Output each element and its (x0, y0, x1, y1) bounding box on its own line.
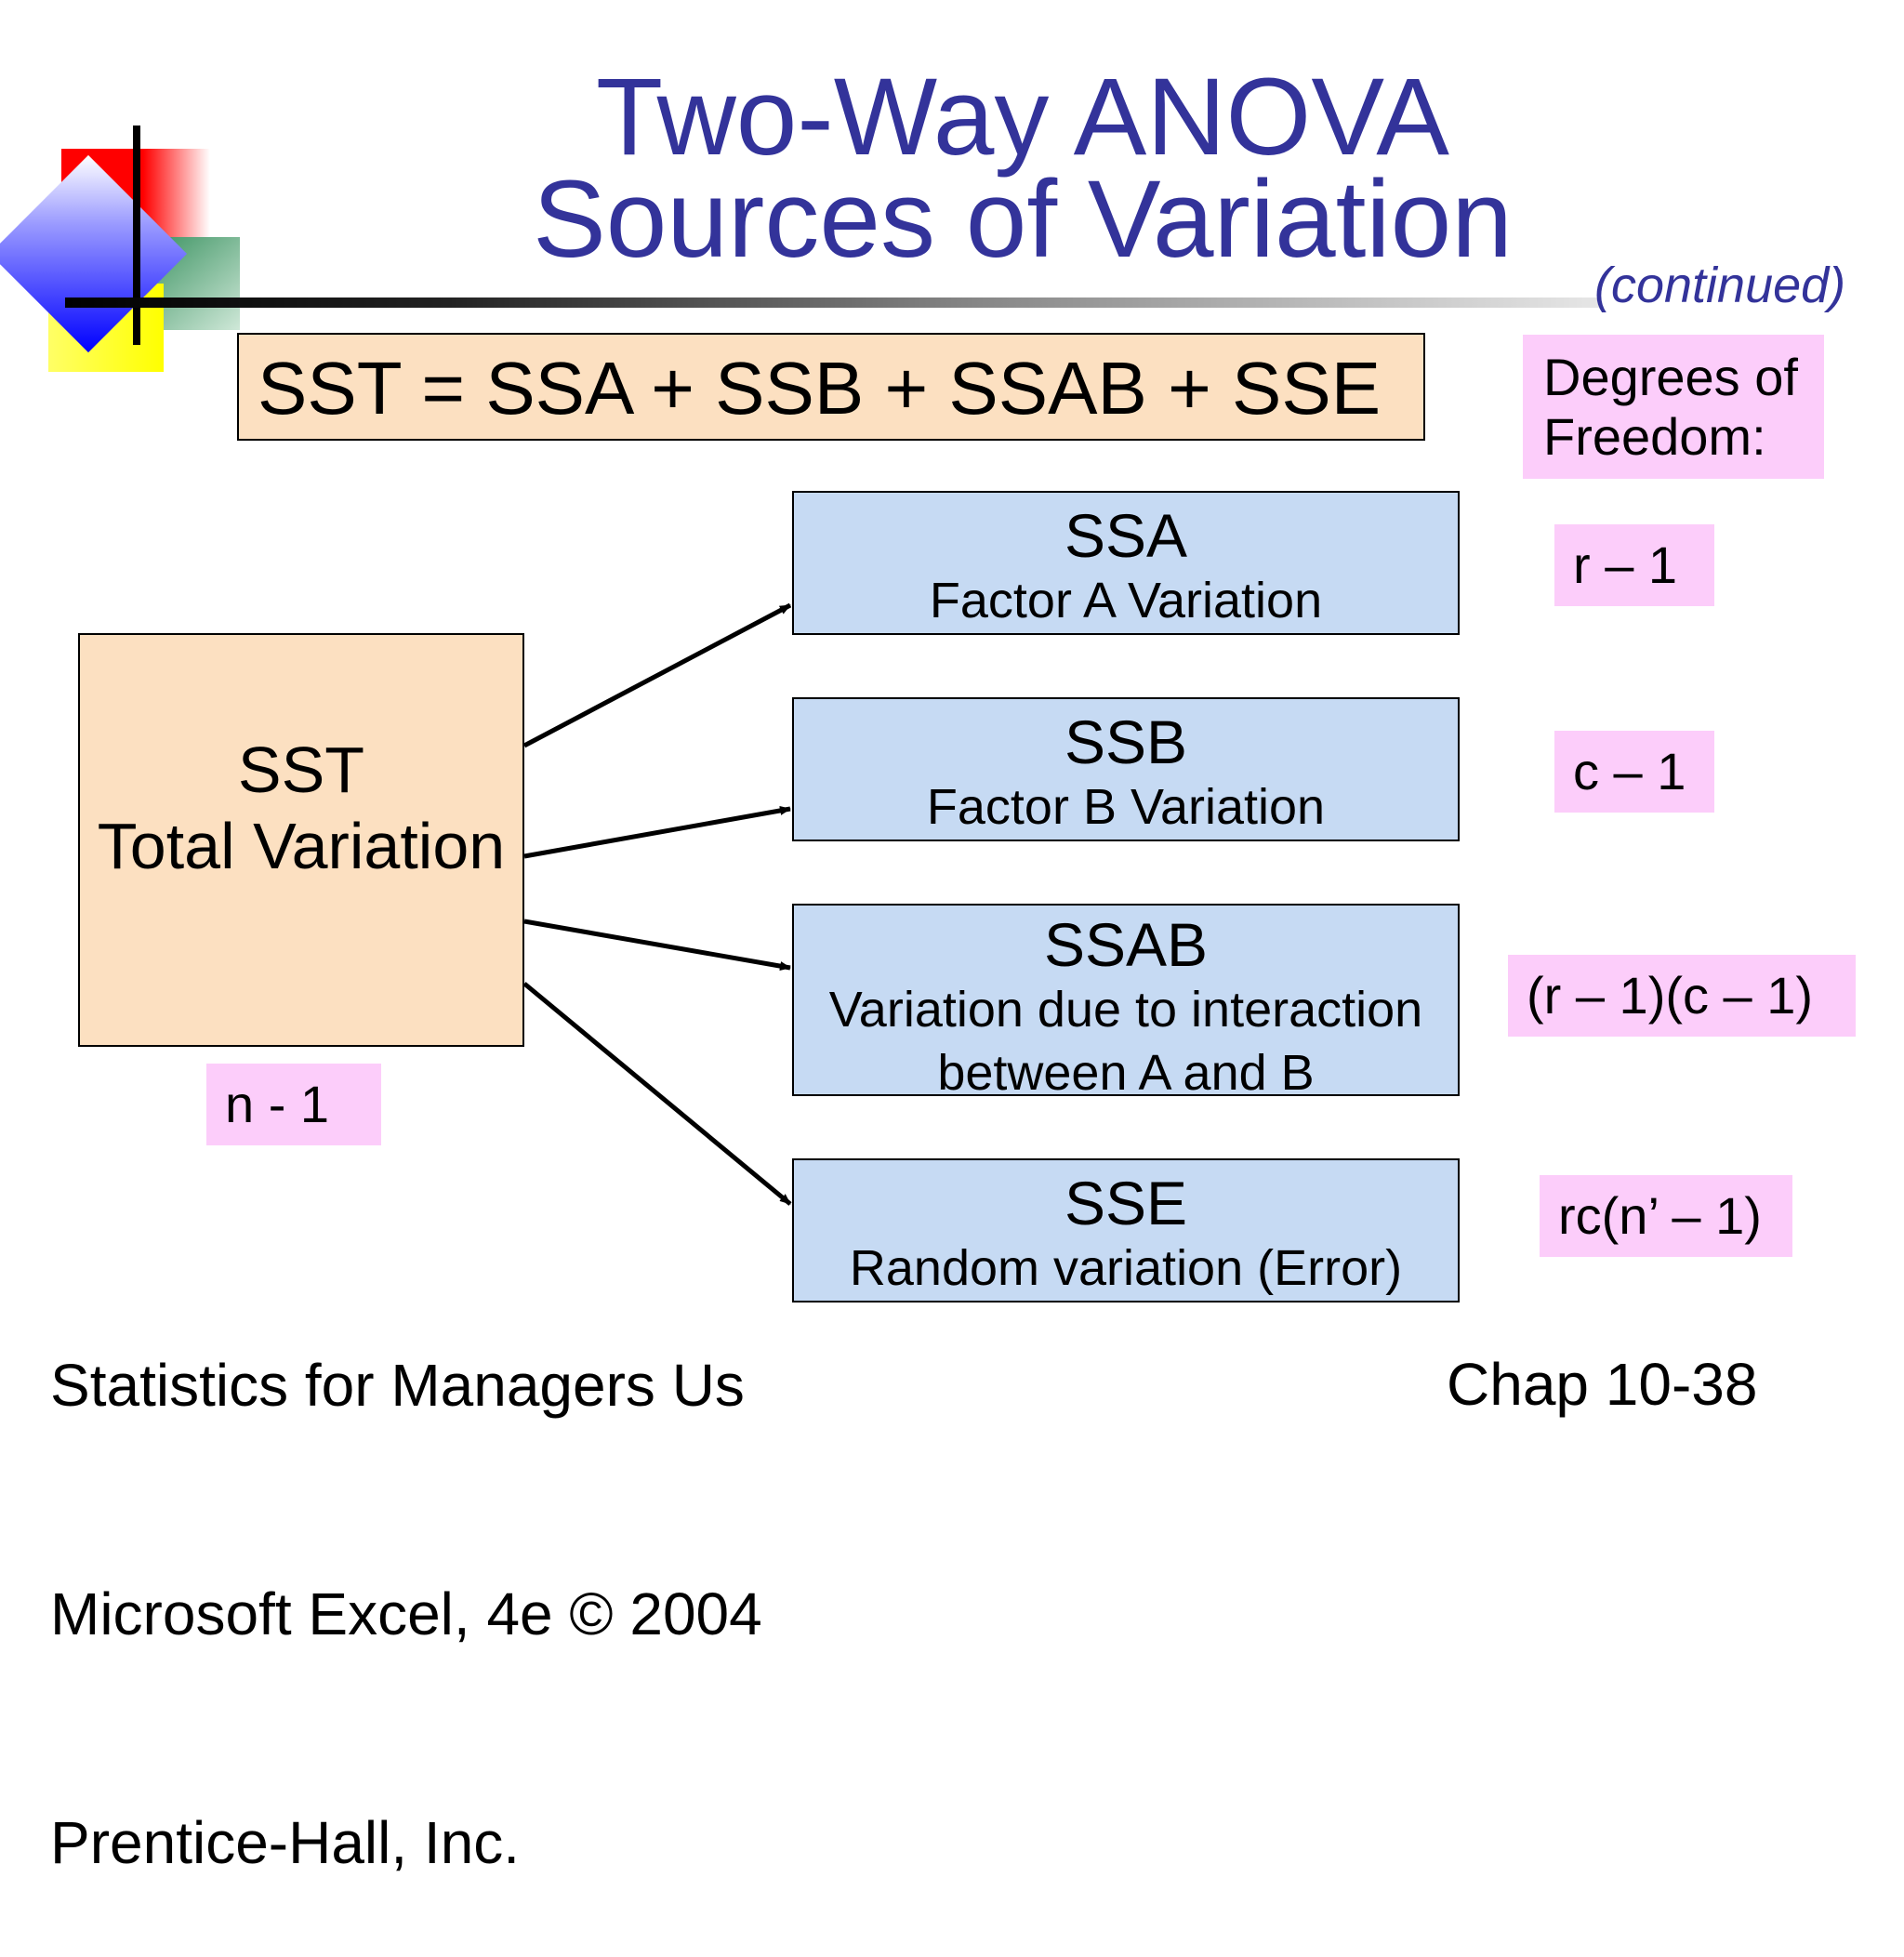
sse-box: SSE Random variation (Error) (792, 1158, 1460, 1302)
ssab-box: SSAB Variation due to interaction betwee… (792, 904, 1460, 1101)
df-ssb: c – 1 (1554, 731, 1714, 813)
ssa-label: Factor A Variation (929, 573, 1323, 628)
ssab-label-line-2: between A and B (937, 1045, 1315, 1101)
ssa-code: SSA (1064, 501, 1188, 570)
df-ssab: (r – 1)(c – 1) (1508, 955, 1856, 1037)
ssb-box: SSB Factor B Variation (792, 697, 1460, 841)
slide-number: Chap 10-38 (1447, 1351, 1758, 1418)
arrow-to-ssab (523, 919, 791, 972)
footer-citation: Statistics for Managers Us Microsoft Exc… (50, 1195, 762, 1957)
continued-label: (continued) (1594, 258, 1846, 313)
footer-line-2: Microsoft Excel, 4e © 2004 (50, 1580, 762, 1647)
title-rule (65, 298, 1599, 308)
sse-label: Random variation (Error) (849, 1240, 1403, 1296)
ssab-label-line-1: Variation due to interaction (828, 982, 1423, 1038)
df-sst: n - 1 (206, 1064, 381, 1145)
equation-box: SST = SSA + SSB + SSAB + SSE (237, 333, 1425, 441)
title-line-1: Two-Way ANOVA (596, 56, 1449, 179)
arrow-to-ssb (523, 806, 791, 859)
sst-label: Total Variation (97, 810, 506, 882)
ssa-box: SSA Factor A Variation (792, 491, 1460, 635)
arrow-to-sse (522, 982, 792, 1206)
footer-line-3: Prentice-Hall, Inc. (50, 1809, 521, 1876)
sst-code: SST (237, 734, 365, 806)
sst-box: SST Total Variation (78, 633, 524, 1047)
footer-line-1: Statistics for Managers Us (50, 1352, 745, 1419)
arrow-to-ssa (522, 602, 792, 748)
df-heading: Degrees of Freedom: (1523, 335, 1824, 479)
arrows-layer (522, 602, 792, 1206)
df-heading-line-2: Freedom: (1543, 407, 1766, 466)
ssb-label: Factor B Variation (926, 779, 1326, 835)
logo-vertical-line (133, 126, 140, 345)
ssb-code: SSB (1064, 707, 1188, 776)
title-line-2: Sources of Variation (533, 158, 1513, 281)
df-heading-line-1: Degrees of (1543, 348, 1798, 406)
sse-code: SSE (1064, 1169, 1188, 1237)
df-sse: rc(n’ – 1) (1540, 1175, 1792, 1257)
ssab-code: SSAB (1043, 910, 1209, 979)
df-ssa: r – 1 (1554, 524, 1714, 606)
